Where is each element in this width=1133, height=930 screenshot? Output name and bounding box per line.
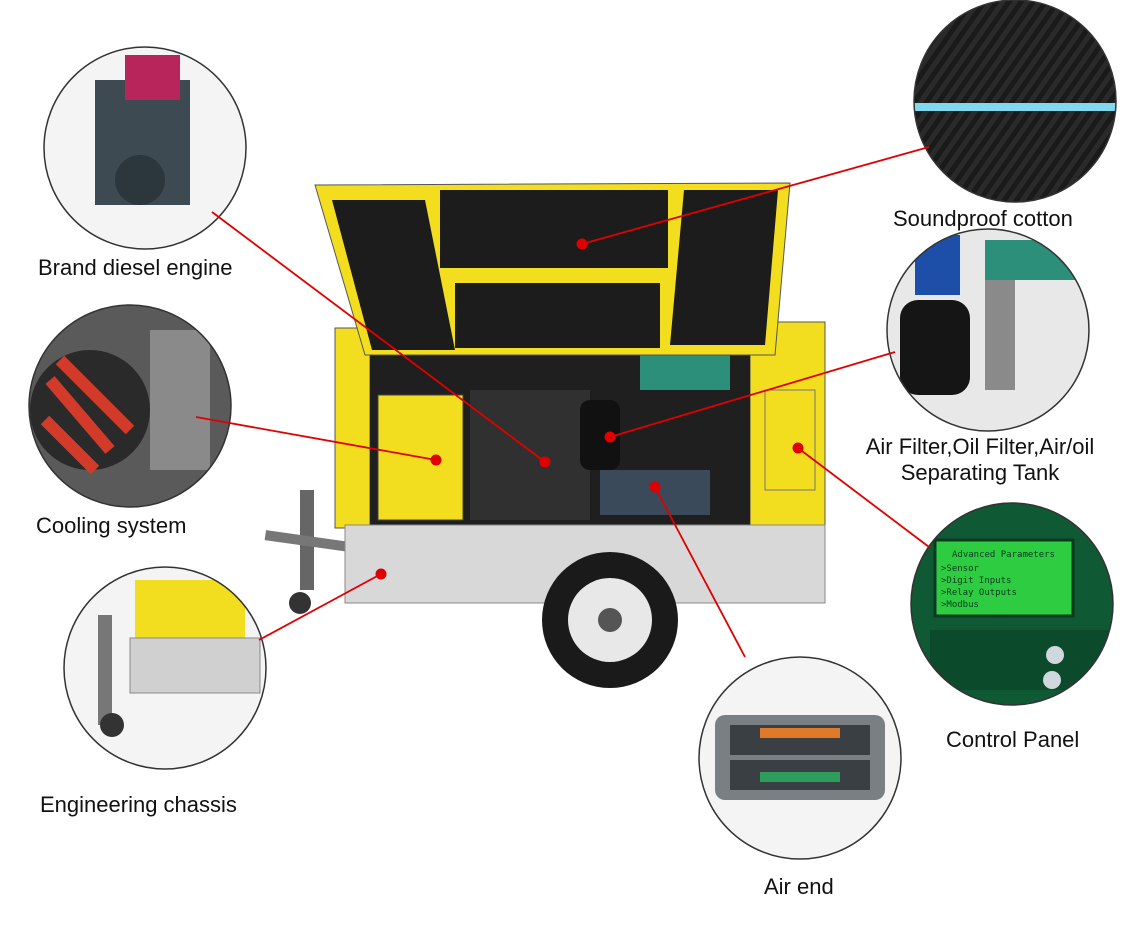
airend-leader-line	[654, 486, 746, 658]
control-screen-item: >Sensor	[941, 564, 980, 574]
compressor-machine	[264, 182, 826, 688]
control-callout-circle	[910, 502, 1114, 706]
filter-marker	[604, 431, 616, 443]
chassis-callout-image	[64, 567, 266, 769]
wheel-hub	[598, 608, 622, 632]
jack-wheel	[289, 592, 311, 614]
leader-lines	[195, 146, 930, 658]
air-filter-tank	[580, 400, 620, 470]
engine-marker	[539, 456, 551, 468]
control-screen-item: >Relay Outputs	[941, 588, 1017, 598]
intake-pipe	[640, 350, 730, 390]
control-screen-text: Advanced Parameters >Sensor >Digit Input…	[941, 550, 1055, 610]
airend-marker	[649, 481, 661, 493]
filter-callout-circle	[886, 228, 1090, 432]
filters-label-line2: Separating Tank	[900, 460, 1060, 485]
body-right-side	[749, 321, 826, 531]
airend-label: Air end	[764, 874, 834, 899]
cooling-callout-circle	[28, 304, 232, 508]
cooling-marker	[430, 454, 442, 466]
lid-panel-left	[332, 200, 455, 350]
engine-callout-circle	[43, 46, 247, 250]
cooling-leader-line	[195, 416, 437, 461]
engine-callout-image	[44, 47, 246, 249]
airend-callout-circle	[698, 656, 902, 860]
body-left-side	[334, 327, 371, 529]
engine-label: Brand diesel engine	[38, 255, 233, 280]
chassis-marker	[375, 568, 387, 580]
soundproof-callout-circle	[913, 0, 1117, 203]
lid-panel-top	[440, 190, 668, 268]
cooling-callout-image	[29, 305, 231, 507]
chassis-callout-circle	[63, 566, 267, 770]
cooling-label: Cooling system	[36, 513, 187, 538]
filter-callout-image	[887, 229, 1089, 431]
filters-label-line1: Air Filter,Oil Filter,Air/oil	[865, 434, 1095, 459]
airend-callout-image	[699, 657, 901, 859]
control-screen-item: >Modbus	[941, 600, 979, 610]
marker-dots	[375, 238, 804, 580]
chassis-leader-line	[258, 573, 382, 641]
control-label: Control Panel	[946, 727, 1080, 752]
control-door	[764, 389, 816, 491]
lid-panel-right	[670, 190, 778, 345]
soundproof-callout-image	[914, 0, 1116, 202]
filter-leader-line	[609, 351, 896, 438]
lid-panel-bottom	[455, 283, 660, 348]
soundproof-marker	[576, 238, 588, 250]
control-screen-header: Advanced Parameters	[952, 550, 1055, 560]
control-marker	[792, 442, 804, 454]
control-leader-line	[797, 447, 930, 548]
tow-bar	[264, 530, 351, 552]
control-screen-item: >Digit Inputs	[941, 576, 1011, 586]
engine-block	[470, 390, 590, 520]
control-callout-image	[911, 503, 1113, 705]
soundproof-label: Soundproof cotton	[893, 206, 1073, 231]
engine-leader-line	[211, 211, 546, 463]
soundproof-leader-line	[581, 146, 930, 245]
chassis-label: Engineering chassis	[40, 792, 237, 817]
